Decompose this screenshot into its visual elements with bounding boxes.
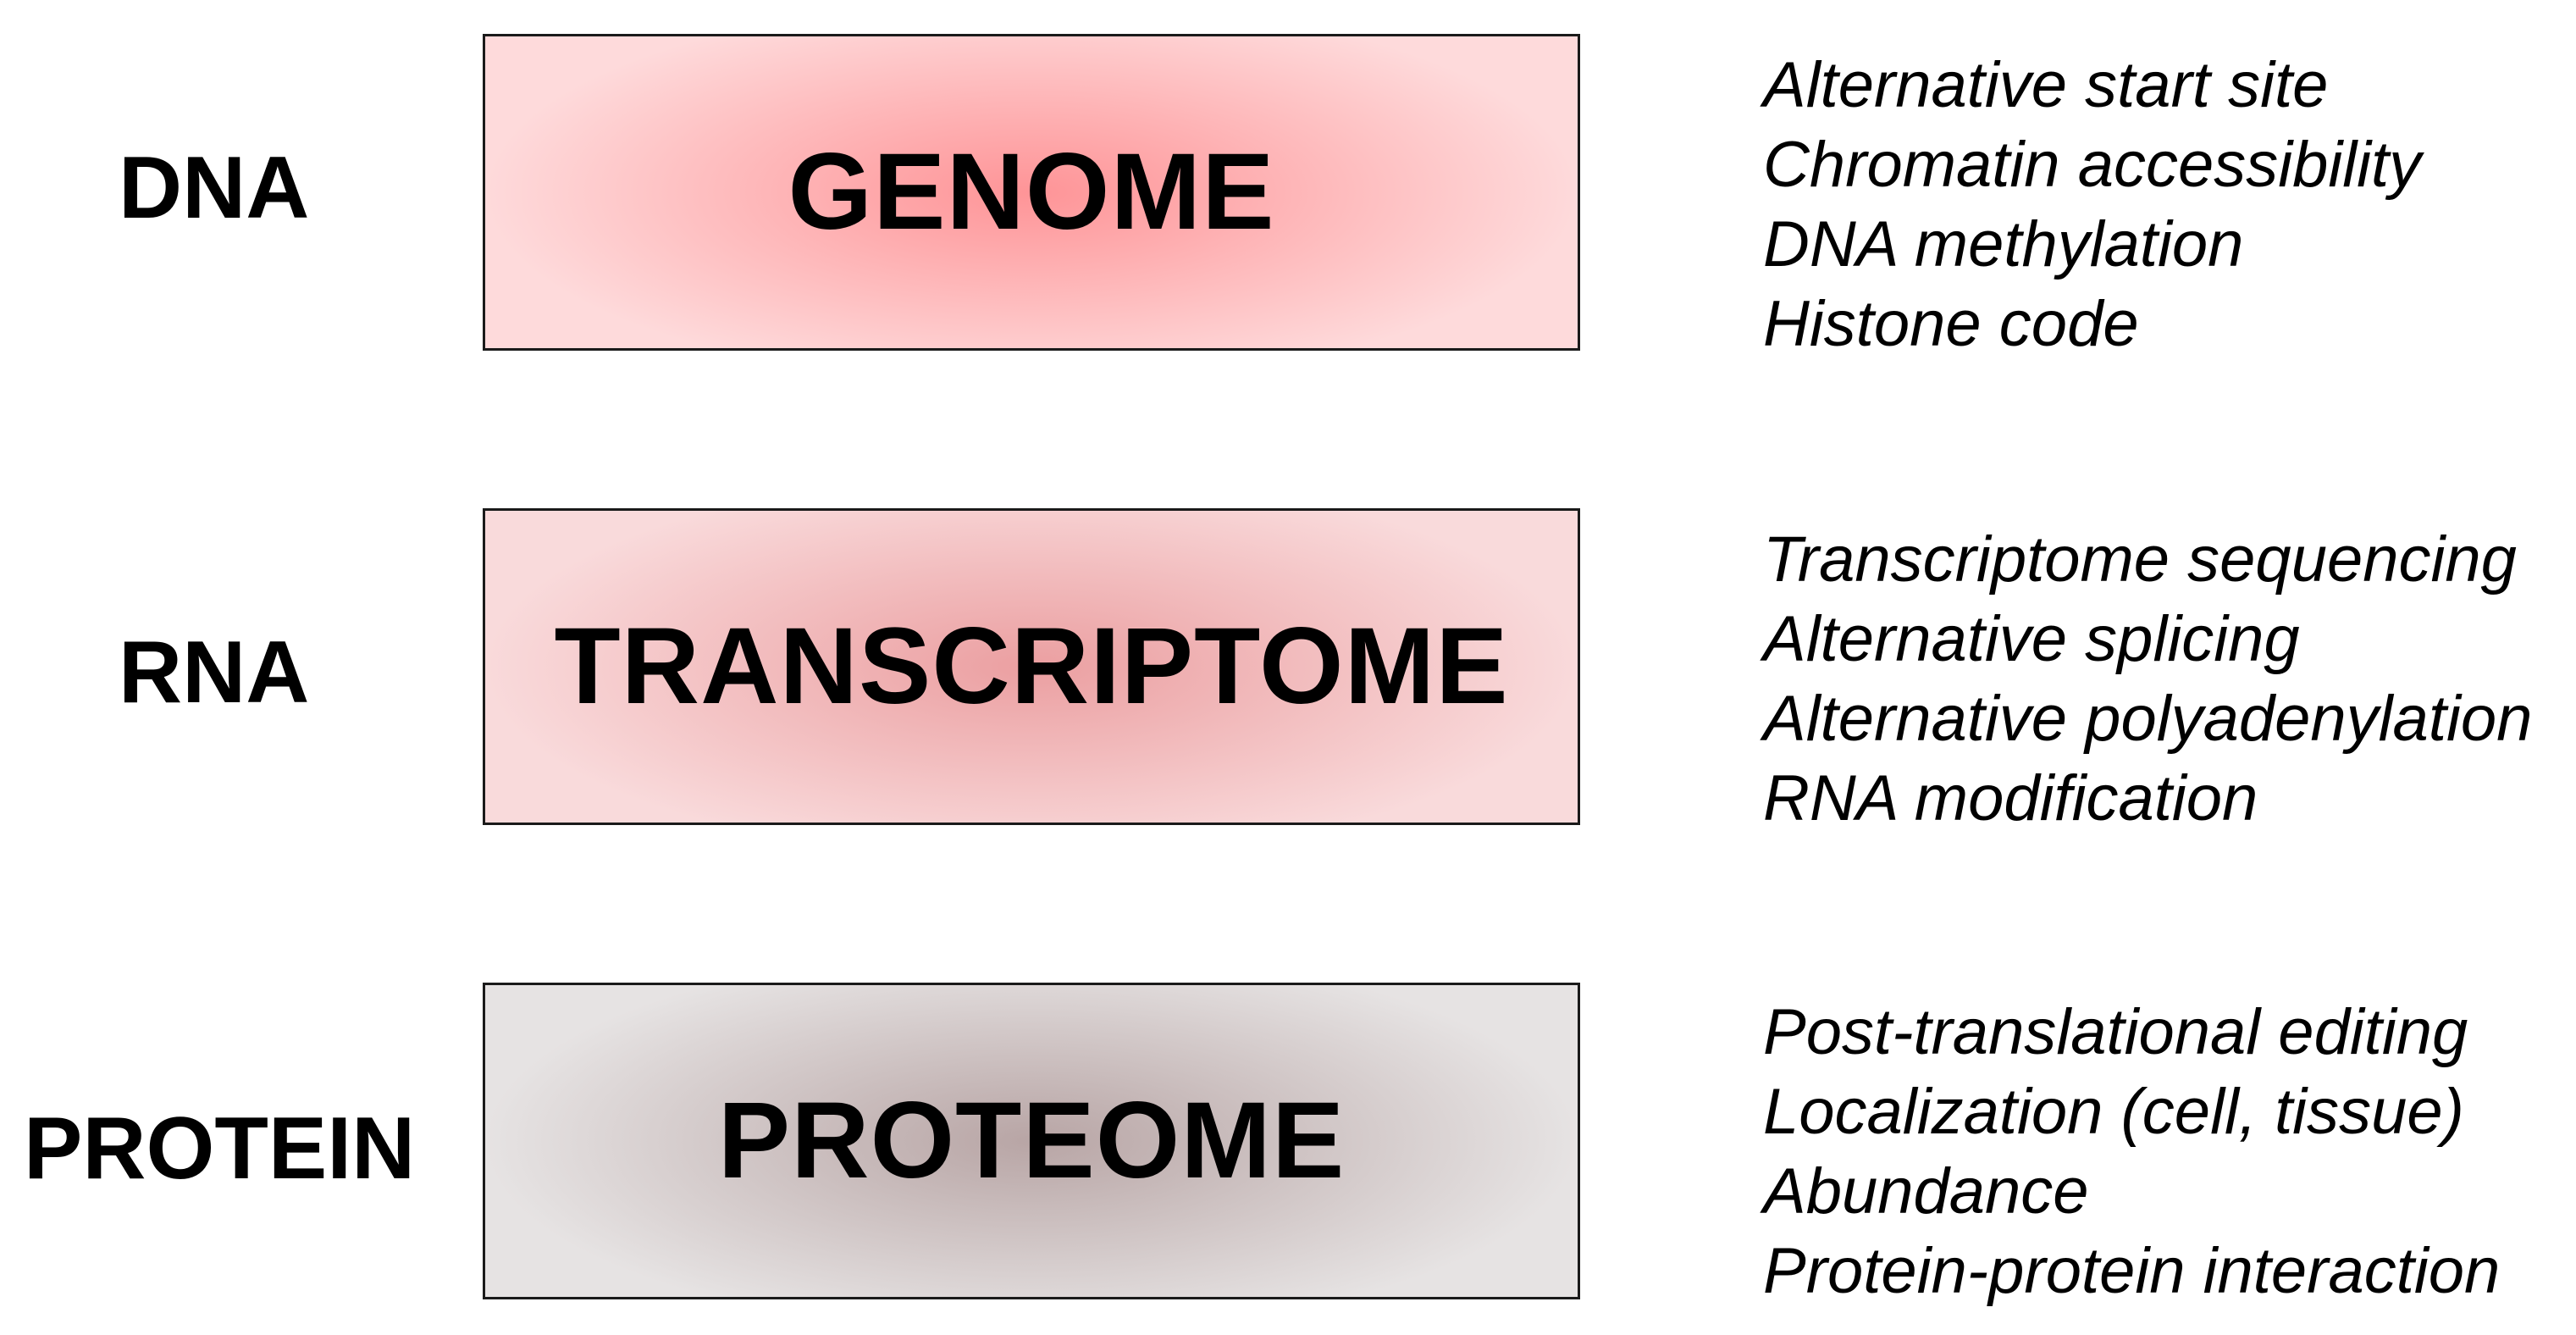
genome-title: GENOME — [788, 131, 1275, 252]
feature-item: Abundance — [1763, 1155, 2089, 1227]
proteome-box: PROTEOME — [483, 983, 1580, 1299]
feature-item: Post-translational editing — [1763, 996, 2468, 1068]
feature-item: Transcriptome sequencing — [1763, 523, 2517, 595]
feature-item: Alternative splicing — [1763, 603, 2300, 675]
feature-item: Alternative start site — [1763, 49, 2329, 121]
feature-item: DNA methylation — [1763, 208, 2244, 280]
transcriptome-feature-list: Transcriptome sequencing Alternative spl… — [1763, 520, 2532, 839]
feature-item: Chromatin accessibility — [1763, 129, 2422, 201]
level-label-rna: RNA — [119, 623, 310, 722]
proteome-title: PROTEOME — [717, 1080, 1346, 1201]
level-label-protein: PROTEIN — [24, 1100, 416, 1198]
feature-item: Protein-protein interaction — [1763, 1235, 2501, 1307]
transcriptome-box: TRANSCRIPTOME — [483, 508, 1580, 825]
feature-item: Histone code — [1763, 288, 2139, 360]
genome-box: GENOME — [483, 34, 1580, 351]
feature-item: Alternative polyadenylation — [1763, 683, 2533, 755]
feature-item: Localization (cell, tissue) — [1763, 1076, 2464, 1148]
feature-item: RNA modification — [1763, 762, 2258, 834]
level-label-dna: DNA — [119, 139, 310, 237]
proteome-feature-list: Post-translational editing Localization … — [1763, 993, 2500, 1311]
genome-feature-list: Alternative start site Chromatin accessi… — [1763, 46, 2421, 364]
transcriptome-title: TRANSCRIPTOME — [554, 606, 1509, 727]
